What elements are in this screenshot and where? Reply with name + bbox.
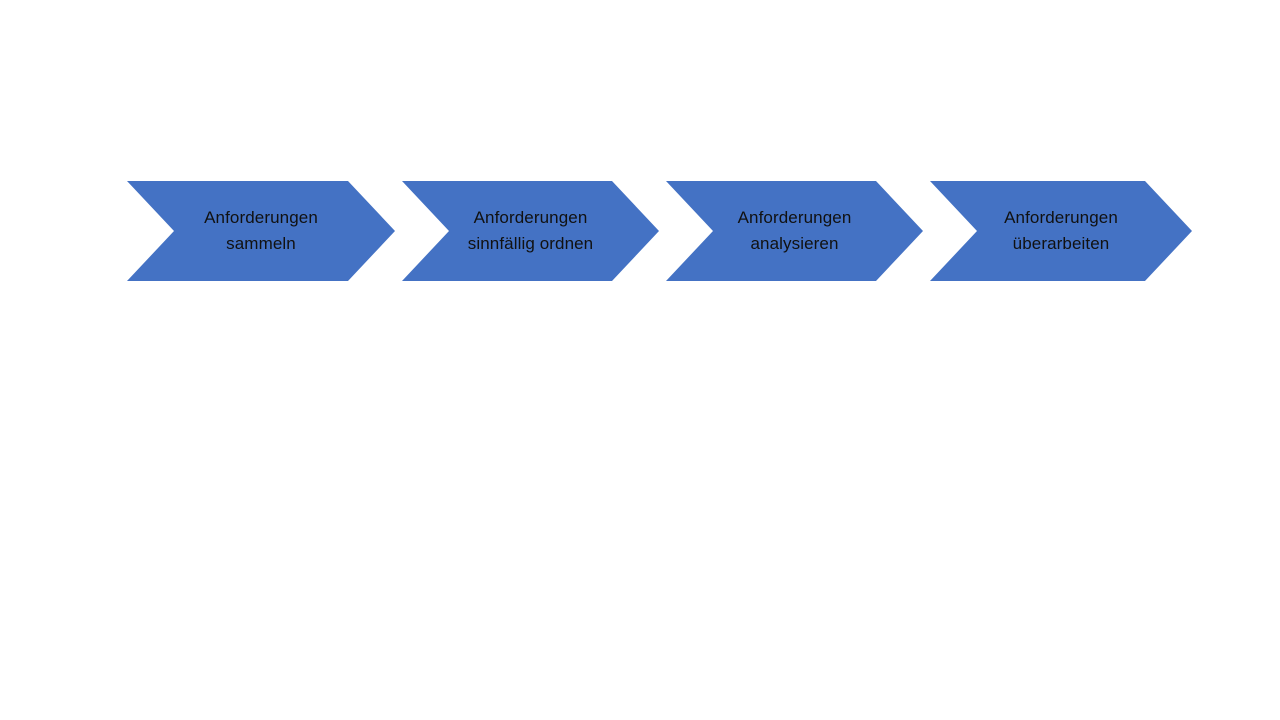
chevron-step-1-line-2: sammeln <box>226 234 296 253</box>
chevron-step-3-line-2: analysieren <box>750 234 839 253</box>
chevron-step-3: Anforderungen analysieren <box>666 181 923 281</box>
chevron-step-1: Anforderungen sammeln <box>127 181 395 281</box>
chevron-step-2-line-1: Anforderungen <box>473 208 588 227</box>
chevron-step-4-line-2: überarbeiten <box>1012 234 1110 253</box>
chevron-step-4-line-1: Anforderungen <box>1004 208 1118 227</box>
chevron-step-1-line-1: Anforderungen <box>204 208 318 227</box>
chevron-process-diagram: Anforderungen sammeln Anforderungen sinn… <box>127 181 1192 281</box>
chevron-step-2-line-2: sinnfällig ordnen <box>467 234 594 253</box>
chevron-step-4: Anforderungen überarbeiten <box>930 181 1192 281</box>
chevron-step-3-line-1: Anforderungen <box>737 208 852 227</box>
chevron-step-2: Anforderungen sinnfällig ordnen <box>402 181 659 281</box>
